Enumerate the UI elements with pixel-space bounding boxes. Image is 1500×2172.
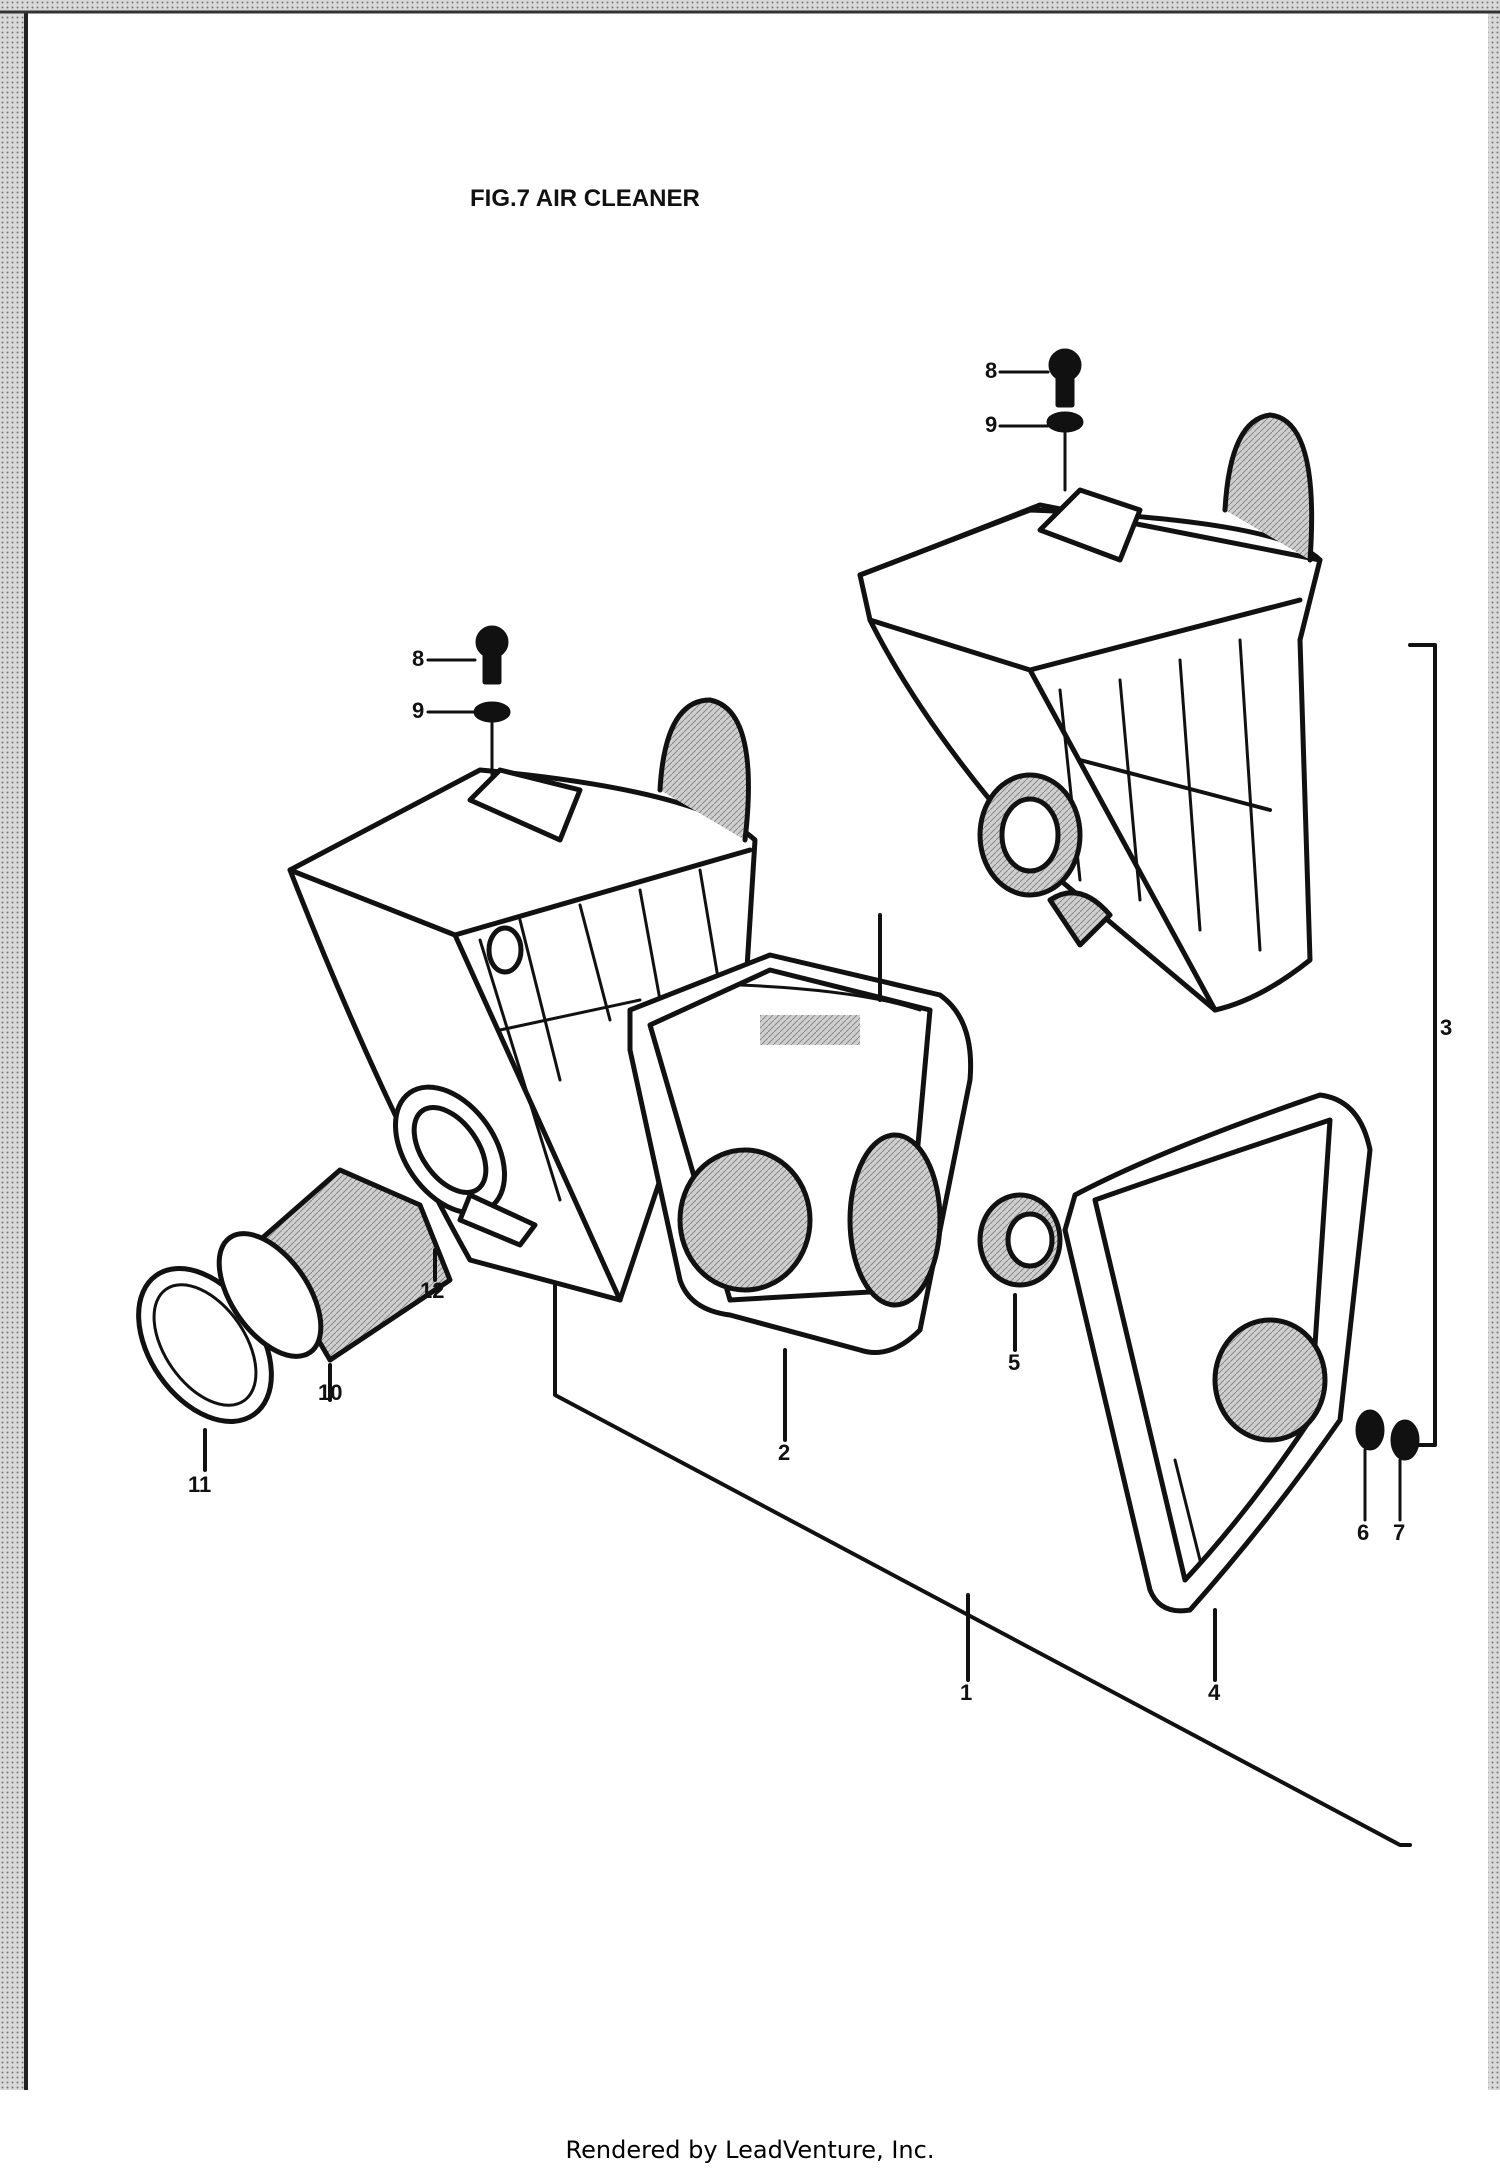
callout-4: 4 (1208, 1680, 1221, 1705)
air-cleaner-case-lower (287, 697, 758, 1303)
callout-3: 3 (1440, 1015, 1452, 1040)
callout-8-upper: 8 (985, 358, 997, 383)
air-cleaner-cover (1062, 1092, 1373, 1614)
callout-9-lower: 9 (412, 698, 424, 723)
callout-11: 11 (188, 1472, 211, 1497)
callout-1: 1 (960, 1680, 972, 1705)
callout-8-lower: 8 (412, 646, 424, 671)
footer-credit: Rendered by LeadVenture, Inc. (565, 2136, 935, 2164)
filter-element (627, 952, 974, 1355)
callout-12: 12 (420, 1278, 444, 1303)
callout-9-upper: 9 (985, 412, 997, 437)
air-cleaner-case-upper (857, 412, 1323, 1013)
figure-title: FIG.7 AIR CLEANER (470, 185, 700, 212)
page-border (0, 0, 1500, 2090)
clamp-outer (136, 1231, 324, 1424)
bolt-and-washer-upper (998, 348, 1084, 492)
callout-7: 7 (1393, 1520, 1405, 1545)
intake-boot (257, 1084, 538, 1363)
callout-10: 10 (318, 1380, 342, 1405)
callout-5: 5 (1008, 1350, 1020, 1375)
cover-screws (1355, 1409, 1420, 1522)
drain-plug (977, 1192, 1063, 1288)
callout-6: 6 (1357, 1520, 1369, 1545)
assembly-bracket-lines (203, 643, 1437, 1847)
bolt-and-washer-lower (426, 625, 511, 777)
callout-2: 2 (778, 1440, 790, 1465)
